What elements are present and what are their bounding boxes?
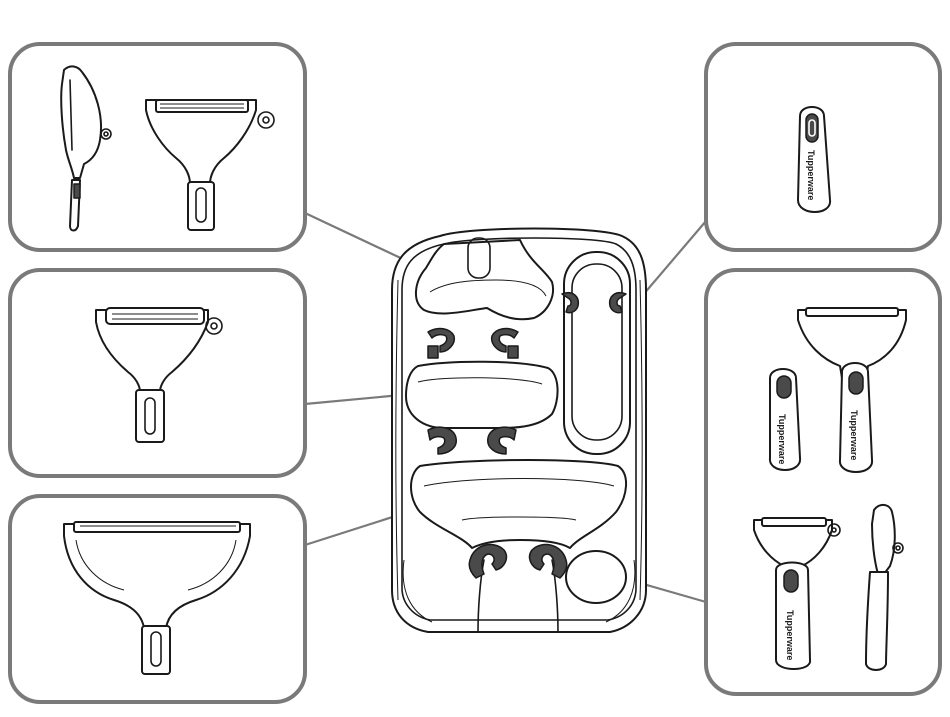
brand-wordmark: Tupperware bbox=[785, 610, 795, 660]
brand-wordmark: Tupperware bbox=[777, 414, 787, 464]
brand-wordmark: Tupperware bbox=[806, 150, 816, 200]
handle-standalone: Tupperware bbox=[770, 369, 800, 470]
tray-slot-head-2 bbox=[406, 362, 558, 428]
tray-slot-handle bbox=[564, 252, 630, 454]
peeler-handle: Tupperware bbox=[798, 107, 830, 212]
tray-slot-small bbox=[566, 551, 626, 603]
panel-top-left bbox=[10, 44, 305, 250]
storage-tray bbox=[392, 229, 646, 633]
brand-wordmark: Tupperware bbox=[849, 410, 859, 460]
